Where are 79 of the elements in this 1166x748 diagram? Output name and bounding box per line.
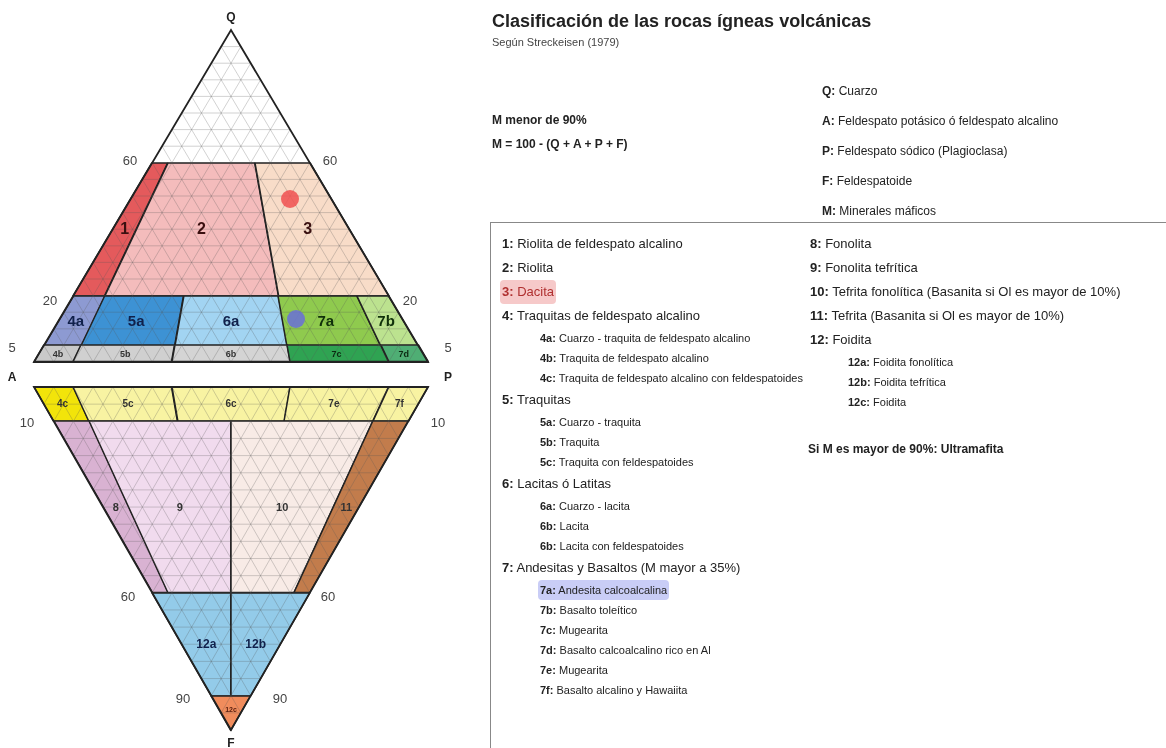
field-number: 5a (127, 313, 145, 328)
field-number: 10 (276, 501, 289, 513)
label-text: Q (226, 11, 236, 23)
label-text: M = 100 - (Q + A + P + F) (492, 136, 628, 153)
label-text: A (7, 371, 17, 383)
sub-item-text: 7d: Basalto calcoalcalino rico en Al (539, 643, 712, 658)
sub-item-text: 4b: Traquita de feldespato alcalino (539, 351, 710, 366)
sub-item-text: 12a: Foidita fonolítica (847, 355, 955, 370)
label-text: A: Feldespato potásico ó feldespato alcalino (822, 113, 1059, 130)
list-item-text: 9: Fonolita tefrítica (809, 259, 919, 277)
field-number: 11 (340, 501, 353, 513)
label-text: P: Feldespato sódico (Plagioclasa) (822, 143, 1009, 160)
label-text: P (444, 371, 452, 383)
list-item-text: 6: Lacitas ó Latitas (501, 475, 613, 493)
sub-item-text: 4c: Traquita de feldespato alcalino con feldespatoides (539, 371, 804, 386)
sub-item-text: 7a: Andesita calcoalcalina (538, 580, 670, 600)
field-number: 1 (120, 221, 130, 238)
label-text: 60 (122, 153, 138, 167)
field-number: 12a (196, 638, 217, 651)
label-text: 5 (444, 340, 452, 354)
list-item-text: 3: Dacita (500, 280, 557, 304)
field-number: 6c (225, 399, 237, 410)
title: Clasificación de las rocas ígneas volcánicas (492, 10, 872, 33)
sub-item-text: 12c: Foidita (847, 395, 908, 410)
field-number: 2 (196, 221, 206, 238)
label-text: 10 (430, 415, 446, 429)
field-number: 12b (245, 638, 266, 651)
list-item-text: 1: Riolita de feldespato alcalino (501, 235, 684, 253)
field-number: 5c (122, 399, 134, 410)
sub-item-text: 5c: Traquita con feldespatoides (539, 455, 695, 470)
sub-item-text: 5a: Cuarzo - traquita (539, 415, 642, 430)
sub-item-text: 6b: Lacita (539, 519, 590, 534)
label-text: 90 (272, 691, 288, 705)
sub-item-text: 12b: Foidita tefrítica (847, 375, 947, 390)
field-number: 7d (398, 349, 410, 359)
sub-item-text: 6b: Lacita con feldespatoides (539, 539, 685, 554)
sub-item-text: 4a: Cuarzo - traquita de feldespato alcalino (539, 331, 752, 346)
field-number: 4a (67, 313, 85, 328)
label-text: 60 (320, 589, 336, 603)
field-number: 6b (225, 349, 237, 359)
label-text: 60 (120, 589, 136, 603)
list-item-text: 5: Traquitas (501, 391, 572, 409)
label-text: 10 (19, 415, 35, 429)
field-number: 7b (377, 313, 395, 328)
label-text: M: Minerales máficos (822, 203, 938, 220)
field-number: 7a (317, 313, 335, 328)
field-number: 6a (222, 313, 240, 328)
label-text: 5 (8, 340, 16, 354)
label-text: 90 (175, 691, 191, 705)
sub-item-text: 7e: Mugearita (539, 663, 609, 678)
sub-item-text: 7f: Basalto alcalino y Hawaiita (539, 683, 689, 698)
field-number: 7f (394, 399, 404, 410)
list-item-text: 10: Tefrita fonolítica (Basanita si Ol es mayor de 10%) (809, 283, 1122, 301)
label-text: 60 (322, 153, 338, 167)
label-text: Q: Cuarzo (822, 83, 879, 100)
list-item-text: 2: Riolita (501, 259, 555, 277)
sub-item-text: 6a: Cuarzo - lacita (539, 499, 631, 514)
sub-item-text: 7b: Basalto toleítico (539, 603, 639, 618)
label-text: F: Feldespatoide (822, 173, 914, 190)
list-item-text: 4: Traquitas de feldespato alcalino (501, 307, 702, 325)
field-number: 7c (331, 349, 342, 359)
list-item-text: 7: Andesitas y Basaltos (M mayor a 35%) (501, 559, 742, 577)
field-number: 4b (52, 349, 64, 359)
sub-item-text: 5b: Traquita (539, 435, 601, 450)
field-number: 8 (112, 501, 119, 513)
field-number: 9 (176, 501, 183, 513)
label-text: Según Streckeisen (1979) (492, 35, 621, 50)
list-item-text: 12: Foidita (809, 331, 873, 349)
label-text: M menor de 90% (492, 112, 588, 129)
field-number: 5b (120, 349, 131, 359)
field-number: 7e (328, 399, 340, 410)
field-number: 3 (303, 221, 313, 238)
sub-item-text: 7c: Mugearita (539, 623, 609, 638)
label-text: 20 (402, 293, 418, 307)
label-text: 20 (42, 293, 58, 307)
label-text: Si M es mayor de 90%: Ultramafita (808, 441, 1004, 458)
list-item-text: 11: Tefrita (Basanita si Ol es mayor de 10%) (809, 307, 1066, 325)
field-number: 4c (57, 399, 69, 410)
list-item-text: 8: Fonolita (809, 235, 873, 253)
